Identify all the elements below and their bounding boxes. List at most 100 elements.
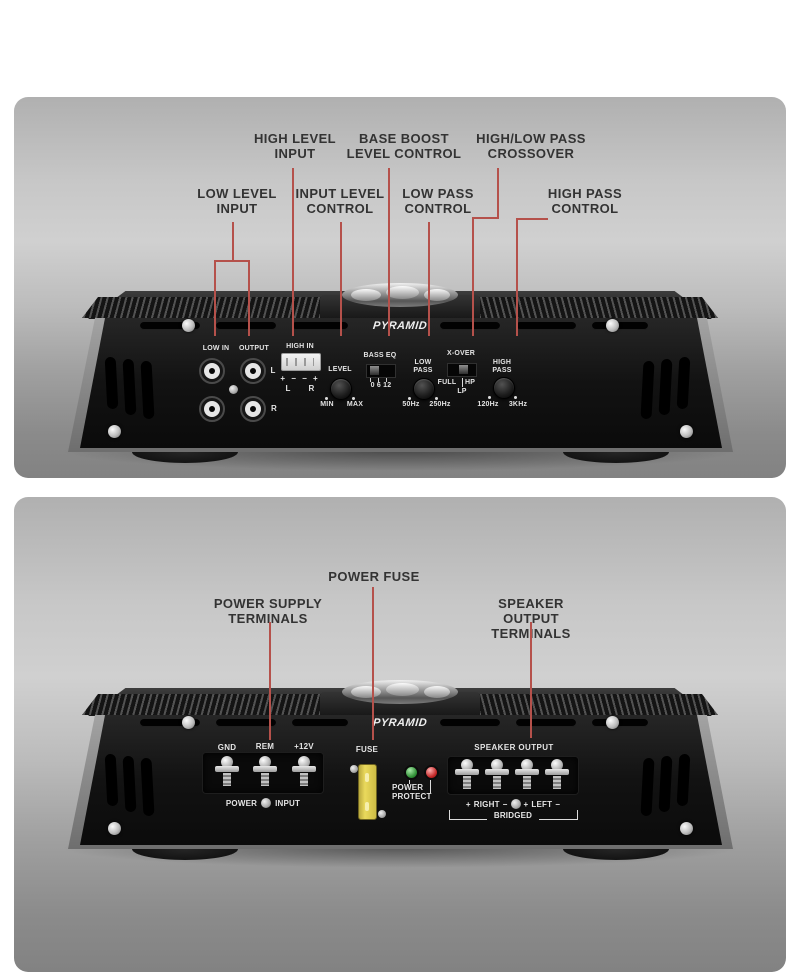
speaker-terminal <box>454 759 480 791</box>
callout-line-crossover-elbow <box>472 217 499 219</box>
xover-hp-label: HP <box>464 379 476 386</box>
callout-line-lowlevel-bar <box>214 260 250 262</box>
speaker-polarity-row: + RIGHT − + LEFT − <box>465 799 561 809</box>
callout-base-boost: BASE BOOST LEVEL CONTROL <box>346 131 462 161</box>
heatsink-fins-right <box>473 694 718 715</box>
gnd-label: GND <box>217 743 237 752</box>
input-label: INPUT <box>275 798 301 808</box>
speaker-output-label: SPEAKER OUTPUT <box>474 743 554 752</box>
speaker-terminal <box>484 759 510 791</box>
panel-screw <box>510 799 521 809</box>
rca-jack-low-in-l <box>199 358 225 384</box>
callout-high-pass: HIGH PASS CONTROL <box>547 186 623 216</box>
highpass-max-label: 3KHz <box>508 401 528 408</box>
amplifier-power-panel-view: PYRAMID GND REM +12V POWER INPUT <box>58 680 742 870</box>
panel-screw <box>108 425 121 438</box>
panel-screw <box>680 425 693 438</box>
speaker-terminal <box>514 759 540 791</box>
low-in-label: LOW IN <box>202 345 230 352</box>
bridged-label: BRIDGED <box>493 811 533 820</box>
vent-slot <box>592 322 648 330</box>
panel-screw <box>680 822 693 835</box>
xover-label: X-OVER <box>446 350 476 357</box>
heatsink-fins-right <box>473 297 718 318</box>
callout-line-power-fuse <box>372 587 374 740</box>
fuse-label: FUSE <box>355 745 379 754</box>
min-label: MIN <box>320 401 334 408</box>
callout-line-crossover-drop <box>472 217 474 336</box>
rem-label: REM <box>255 742 275 751</box>
polarity-lr-row: L R <box>276 384 324 393</box>
panel-screw <box>108 822 121 835</box>
low-pass-knob <box>413 378 435 400</box>
plus12v-label: +12V <box>294 742 314 751</box>
callout-line-crossover-stem <box>497 168 499 219</box>
high-pass-knob <box>493 377 515 399</box>
power-fuse <box>358 764 377 820</box>
callout-power-supply: POWER SUPPLY TERMINALS <box>213 596 323 626</box>
pol-r-label: R <box>308 384 315 393</box>
callout-line-base-boost <box>388 168 390 336</box>
scale-dot <box>325 397 328 400</box>
scale-dot <box>352 397 355 400</box>
scale-dot <box>488 396 491 399</box>
top-chrome-knob <box>342 283 458 307</box>
protect-led <box>424 765 439 780</box>
callout-line-low-pass <box>428 222 430 336</box>
bass-eq-ticks <box>370 378 388 382</box>
vent-slot <box>516 322 576 330</box>
power-label: POWER <box>225 798 258 808</box>
panel-screw <box>350 765 358 773</box>
highpass-min-label: 120Hz <box>477 401 499 408</box>
pol-l-label: L <box>285 384 291 393</box>
terminal-gnd <box>214 756 240 788</box>
callout-line-lowlevel-stem <box>232 222 234 262</box>
callout-line-high-pass-elbow <box>516 218 548 220</box>
xover-full-label: FULL <box>437 379 457 386</box>
bass-eq-scale: 0 6 12 <box>370 382 392 389</box>
scale-dot <box>408 397 411 400</box>
terminal-rem <box>252 756 278 788</box>
vent-slot <box>140 719 200 727</box>
polarity-label: + − − + <box>280 374 320 383</box>
rca-jack-low-in-r <box>199 396 225 422</box>
front-panel <box>80 318 722 448</box>
panel-screw <box>606 716 619 729</box>
vent-slot <box>440 322 500 330</box>
speaker-terminal <box>544 759 570 791</box>
led-pointer <box>430 780 431 793</box>
panel-screw <box>606 319 619 332</box>
pyramid-logo: PYRAMID <box>372 717 428 729</box>
high-in-label: HIGH IN <box>286 343 314 350</box>
callout-line-lowlevel-branch2 <box>248 260 250 336</box>
callout-line-speaker-output <box>530 622 532 738</box>
channel-r-label: R <box>271 404 277 413</box>
bass-eq-label: BASS EQ <box>363 352 397 359</box>
heatsink-fins-left <box>82 694 327 715</box>
bridged-bracket <box>449 810 450 819</box>
xover-lp-label: LP <box>457 388 467 395</box>
panel-screw <box>182 319 195 332</box>
xover-switch <box>447 363 477 377</box>
bridged-bracket <box>539 819 578 820</box>
bass-eq-switch <box>366 364 396 378</box>
lowpass-min-label: 50Hz <box>402 401 420 408</box>
callout-high-level-input: HIGH LEVEL INPUT <box>253 131 336 161</box>
rca-jack-output-l <box>240 358 266 384</box>
vent-slot <box>516 719 576 727</box>
vent-slot <box>140 322 200 330</box>
callout-line-high-pass-drop <box>516 218 518 336</box>
terminal-12v <box>291 756 317 788</box>
channel-l-label: L <box>270 366 276 375</box>
callout-line-power-supply <box>269 622 271 740</box>
callout-low-pass: LOW PASS CONTROL <box>402 186 474 216</box>
heatsink-fins-left <box>82 297 327 318</box>
callout-crossover: HIGH/LOW PASS CROSSOVER <box>476 131 586 161</box>
lowpass-max-label: 250Hz <box>429 401 451 408</box>
callout-line-lowlevel-branch1 <box>214 260 216 336</box>
callout-input-level: INPUT LEVEL CONTROL <box>295 186 385 216</box>
panel-screw <box>261 798 272 808</box>
